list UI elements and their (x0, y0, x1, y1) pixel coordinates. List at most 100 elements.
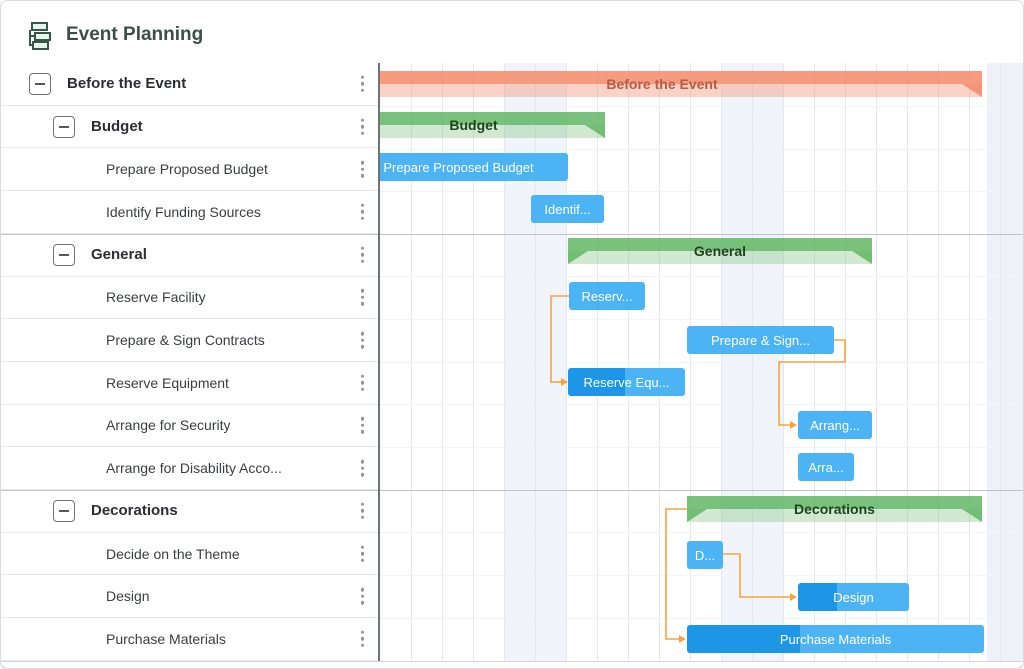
row-gridline (380, 618, 1023, 619)
task-label: Decorations (91, 502, 178, 520)
collapse-toggle-button[interactable] (53, 499, 75, 522)
section-separator (1, 234, 1023, 235)
section-separator (1, 490, 1023, 491)
row-menu-button[interactable] (358, 542, 368, 565)
row-gridline (380, 106, 1023, 107)
collapse-toggle-button[interactable] (29, 72, 51, 95)
dot (360, 82, 364, 86)
task-label: Design (106, 588, 150, 605)
bar-before-the-event[interactable]: Before the Event (380, 71, 982, 97)
bar-identify-funding-sources[interactable]: Identif... (531, 195, 604, 223)
task-row-prepare-proposed-budget[interactable]: Prepare Proposed Budget (1, 148, 379, 192)
task-row-identify-funding-sources[interactable]: Identify Funding Sources (1, 191, 379, 234)
bar-design[interactable]: Design (798, 583, 909, 611)
dot (360, 472, 364, 477)
row-menu-button[interactable] (358, 115, 368, 138)
bar-prepare-proposed-budget[interactable]: Prepare Proposed Budget (380, 153, 568, 181)
summary-end-cap-left (687, 509, 707, 522)
dot (360, 502, 364, 507)
bar-label: Prepare Proposed Budget (383, 159, 534, 175)
task-row-decide-on-the-theme[interactable]: Decide on the Theme (1, 532, 379, 576)
dot (360, 210, 364, 214)
task-row-general[interactable]: General (1, 233, 379, 277)
dot (360, 246, 364, 250)
page-title: Event Planning (66, 24, 204, 45)
row-menu-button[interactable] (358, 286, 368, 309)
bottom-separator (1, 661, 1023, 662)
dot (360, 417, 364, 421)
dot (360, 459, 364, 464)
task-row-arrange-for-security[interactable]: Arrange for Security (1, 404, 379, 448)
dot (360, 331, 364, 336)
collapse-toggle-button[interactable] (53, 243, 75, 266)
row-menu-button[interactable] (358, 73, 368, 96)
task-row-before-the-event[interactable]: Before the Event (1, 63, 379, 106)
bar-purchase-materials[interactable]: Purchase Materials (687, 625, 984, 653)
row-menu-button[interactable] (358, 585, 368, 608)
row-menu-button[interactable] (358, 329, 368, 352)
task-label: Before the Event (67, 75, 187, 93)
dot (360, 216, 364, 221)
summary-bar-top (380, 112, 605, 125)
dot (360, 302, 364, 306)
bar-arrange-security[interactable]: Arrang... (798, 411, 872, 439)
row-menu-button[interactable] (358, 158, 368, 181)
task-row-budget[interactable]: Budget (1, 105, 379, 149)
dot (360, 558, 364, 562)
bar-reserve-equipment[interactable]: Reserve Equ... (568, 368, 685, 396)
dot (360, 381, 364, 385)
dot (360, 551, 364, 556)
row-menu-button[interactable] (358, 457, 368, 480)
wbs-outline-icon (26, 22, 52, 55)
bar-decide-theme[interactable]: D... (687, 541, 723, 569)
row-gridline (380, 149, 1023, 150)
dot (360, 588, 364, 592)
row-menu-button[interactable] (358, 414, 368, 437)
bar-label: Design (833, 589, 874, 605)
panel-divider[interactable] (378, 63, 380, 661)
dot (360, 643, 364, 648)
task-row-purchase-materials[interactable]: Purchase Materials (1, 618, 379, 661)
bar-label: Purchase Materials (779, 631, 892, 647)
bar-general[interactable]: General (568, 238, 872, 264)
row-menu-button[interactable] (358, 372, 368, 395)
summary-bar-bottom (687, 509, 982, 522)
bar-prepare-sign-contracts[interactable]: Prepare & Sign... (687, 326, 834, 354)
task-row-reserve-equipment[interactable]: Reserve Equipment (1, 361, 379, 405)
minus-icon (59, 125, 69, 128)
dot (360, 545, 364, 549)
bar-decorations[interactable]: Decorations (687, 496, 982, 522)
summary-end-cap-right (962, 84, 982, 97)
dot (360, 387, 364, 392)
row-menu-button[interactable] (358, 243, 368, 266)
task-label: Reserve Equipment (106, 374, 229, 391)
bar-budget[interactable]: Budget (380, 112, 605, 138)
dot (360, 601, 364, 605)
row-menu-button[interactable] (358, 201, 368, 224)
task-row-decorations[interactable]: Decorations (1, 490, 379, 533)
task-row-reserve-facility[interactable]: Reserve Facility (1, 276, 379, 320)
collapse-toggle-button[interactable] (53, 115, 75, 138)
summary-end-cap-right (962, 509, 982, 522)
task-label: Decide on the Theme (106, 545, 240, 562)
summary-bar-bottom (380, 84, 982, 97)
bar-label: Before the Event (606, 76, 718, 92)
bar-label: Reserv... (581, 288, 633, 304)
dot (360, 75, 364, 80)
task-row-prepare-sign-contracts[interactable]: Prepare & Sign Contracts (1, 319, 379, 362)
row-menu-button[interactable] (358, 628, 368, 651)
task-label: Prepare & Sign Contracts (106, 332, 265, 349)
task-label: Reserve Facility (106, 289, 206, 306)
row-menu-button[interactable] (358, 500, 368, 523)
bar-arrange-disability[interactable]: Arra... (798, 453, 854, 481)
task-label: Identify Funding Sources (106, 203, 261, 220)
task-row-design[interactable]: Design (1, 575, 379, 619)
dot (360, 289, 364, 293)
dot (360, 88, 364, 93)
summary-bar-top (568, 238, 872, 251)
bar-reserve-facility[interactable]: Reserv... (569, 282, 645, 310)
task-row-arrange-for-disability-acco[interactable]: Arrange for Disability Acco... (1, 447, 379, 491)
